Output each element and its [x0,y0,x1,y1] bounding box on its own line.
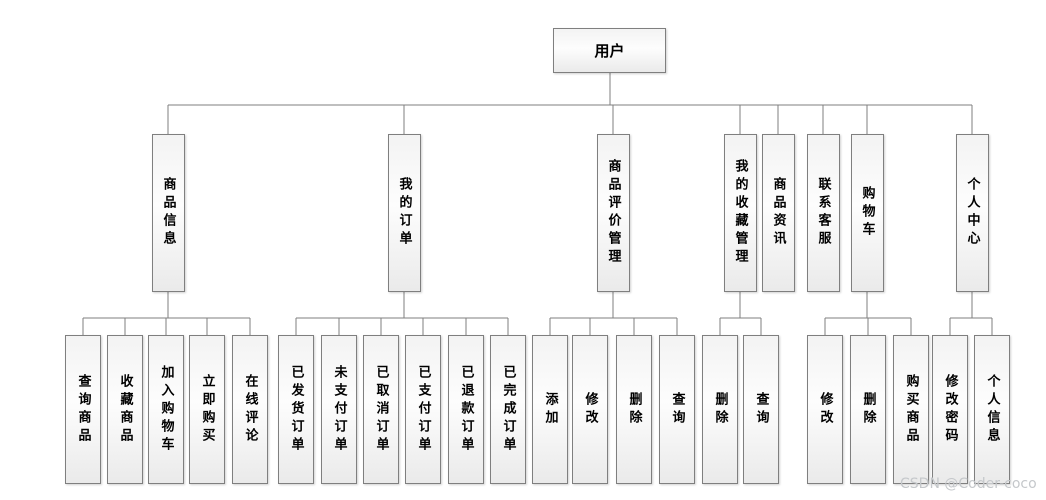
leaf-node-label: 立即购买 [199,373,215,446]
branch-node-label: 商品评价管理 [605,159,621,267]
leaf-node: 修改密码 [932,335,968,484]
leaf-node: 已退款订单 [448,335,484,484]
leaf-node-label: 删除 [860,391,876,428]
branch-node: 个人中心 [955,134,989,292]
leaf-node-label: 修改 [582,391,598,428]
leaf-node-label: 加入购物车 [158,364,174,455]
branch-node: 我的收藏管理 [723,134,757,292]
leaf-node: 修改 [572,335,608,484]
leaf-node: 查询商品 [65,335,101,484]
leaf-node: 删除 [702,335,738,484]
leaf-node-label: 已发货订单 [288,364,304,455]
leaf-node-label: 修改密码 [942,373,958,446]
leaf-node: 在线评论 [232,335,268,484]
leaf-node: 添加 [532,335,568,484]
branch-node: 我的订单 [387,134,421,292]
leaf-node: 修改 [807,335,843,484]
leaf-node-label: 在线评论 [242,373,258,446]
leaf-node-label: 删除 [712,391,728,428]
root-node-label: 用户 [594,42,625,60]
leaf-node-label: 收藏商品 [117,373,133,446]
leaf-node: 立即购买 [189,335,225,484]
leaf-node: 删除 [616,335,652,484]
leaf-node-label: 已完成订单 [500,364,516,455]
leaf-node-label: 个人信息 [984,373,1000,446]
branch-node-label: 商品资讯 [770,177,786,249]
leaf-node-label: 删除 [626,391,642,428]
leaf-node: 购买商品 [893,335,929,484]
leaf-node: 删除 [850,335,886,484]
branch-node-label: 个人中心 [964,177,980,249]
leaf-node: 未支付订单 [321,335,357,484]
branch-node-label: 购物车 [859,186,875,240]
leaf-node-label: 已退款订单 [458,364,474,455]
leaf-node-label: 购买商品 [903,373,919,446]
leaf-node: 收藏商品 [107,335,143,484]
leaf-node: 个人信息 [974,335,1010,484]
branch-node-label: 联系客服 [815,177,831,249]
root-node-user: 用户 [553,28,666,73]
branch-node: 购物车 [850,134,884,292]
leaf-node-label: 已支付订单 [415,364,431,455]
leaf-node: 已支付订单 [405,335,441,484]
leaf-node-label: 未支付订单 [331,364,347,455]
leaf-node-label: 添加 [542,391,558,428]
branch-node: 商品评价管理 [596,134,630,292]
leaf-node: 已发货订单 [278,335,314,484]
branch-node: 商品信息 [151,134,185,292]
leaf-node: 已取消订单 [363,335,399,484]
leaf-node: 查询 [743,335,779,484]
leaf-node: 已完成订单 [490,335,526,484]
branch-node: 联系客服 [806,134,840,292]
leaf-node-label: 修改 [817,391,833,428]
branch-node-label: 我的收藏管理 [732,159,748,267]
leaf-node: 查询 [659,335,695,484]
leaf-node-label: 已取消订单 [373,364,389,455]
leaf-node-label: 查询商品 [75,373,91,446]
branch-node-label: 商品信息 [160,177,176,249]
leaf-node-label: 查询 [669,391,685,428]
branch-node: 商品资讯 [761,134,795,292]
leaf-node: 加入购物车 [148,335,184,484]
branch-node-label: 我的订单 [396,177,412,249]
watermark: CSDN @Coder-coco [900,476,1037,492]
leaf-node-label: 查询 [753,391,769,428]
